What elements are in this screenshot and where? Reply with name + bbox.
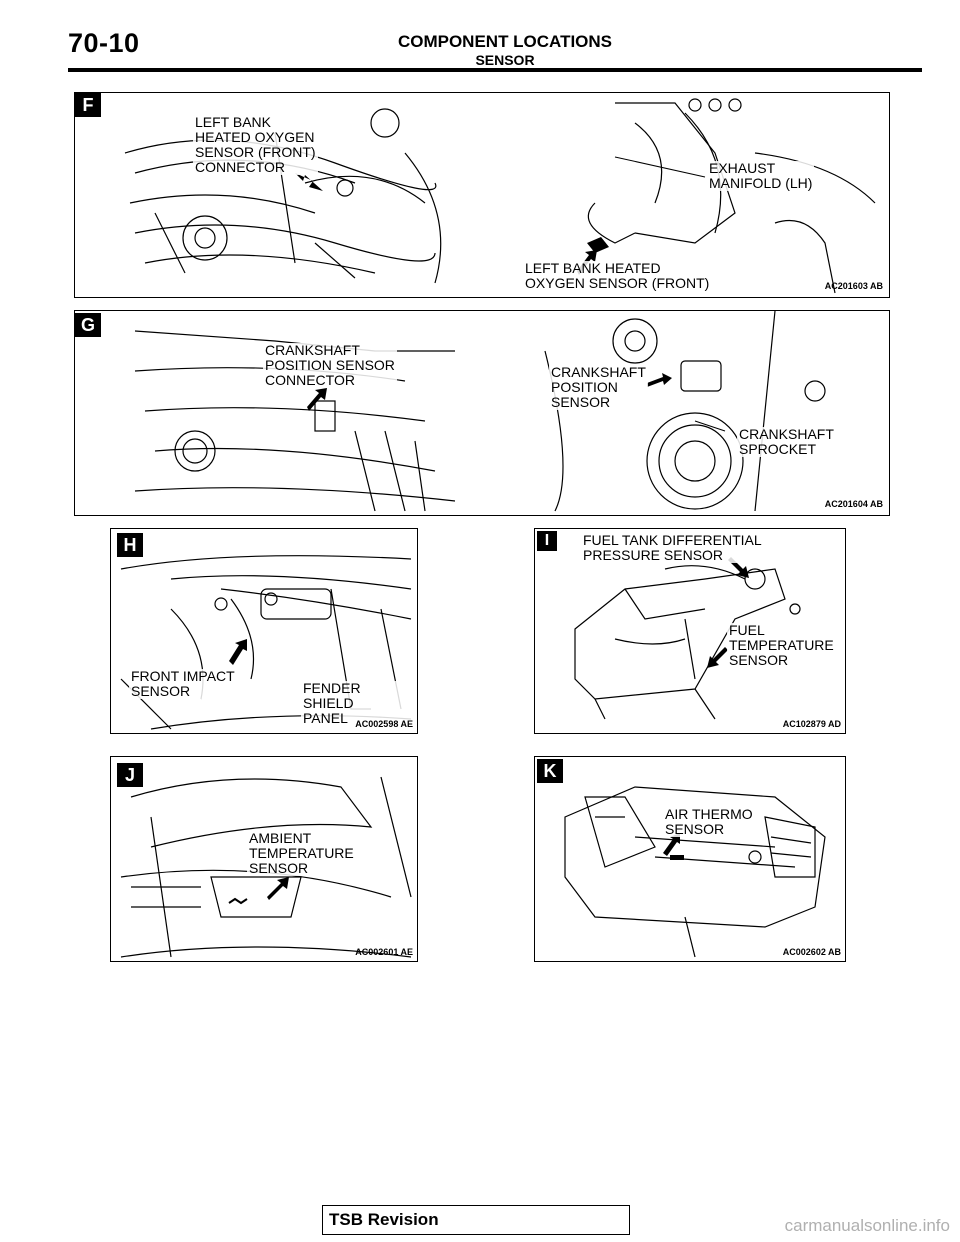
bumper-illustration xyxy=(120,776,412,958)
callout-label: LEFT BANK HEATED OXYGEN SENSOR (FRONT) C… xyxy=(193,114,318,175)
callout-label: LEFT BANK HEATED OXYGEN SENSOR (FRONT) xyxy=(523,260,712,291)
heater-unit-illustration xyxy=(564,786,826,958)
section-subtitle: SENSOR xyxy=(475,52,535,68)
panel-letter: K xyxy=(537,759,563,783)
callout-label: CRANKSHAFT SPROCKET xyxy=(737,426,836,457)
callout-label: CRANKSHAFT POSITION SENSOR xyxy=(549,364,648,410)
tsb-revision-label: TSB Revision xyxy=(329,1210,439,1229)
panel-letter: J xyxy=(117,763,143,787)
figure-panel-f: F LEFT BANK HEATED OXYGEN SENSOR (FRONT)… xyxy=(74,92,890,298)
watermark: carmanualsonline.info xyxy=(784,1216,950,1235)
callout-label: AIR THERMO SENSOR xyxy=(663,806,755,837)
panel-letter: G xyxy=(75,313,101,337)
figure-code: AC002598 AE xyxy=(355,719,413,729)
panel-letter: H xyxy=(117,533,143,557)
panel-letter: F xyxy=(75,93,101,117)
figure-code: AC201603 AB xyxy=(824,281,883,291)
figure-code: AC201604 AB xyxy=(824,499,883,509)
panel-letter: I xyxy=(537,531,557,551)
callout-label: FRONT IMPACT SENSOR xyxy=(129,668,237,699)
figure-panel-j: J AMBIENT TEMPERATURE SENSOR AC002601 AE xyxy=(110,756,418,962)
figure-panel-i: I FUEL TANK DIFFERENTIAL PRESSURE SENSOR… xyxy=(534,528,846,734)
figure-panel-g: G CRANKSHAFT POSITION SENSOR CONNECTOR C… xyxy=(74,310,890,516)
figure-panel-k: K AIR THERMO SENSOR AC002602 AB xyxy=(534,756,846,962)
section-title: COMPONENT LOCATIONS xyxy=(397,32,613,51)
callout-label: FENDER SHIELD PANEL xyxy=(301,681,417,726)
figure-code: AC002601 AE xyxy=(355,947,413,957)
callout-label: FUEL TANK DIFFERENTIAL PRESSURE SENSOR xyxy=(581,532,764,563)
figure-code: AC002602 AB xyxy=(782,947,841,957)
callout-label: AMBIENT TEMPERATURE SENSOR xyxy=(247,830,356,876)
callout-label: EXHAUST MANIFOLD (LH) xyxy=(707,160,815,191)
engine-illustration xyxy=(134,311,826,512)
tsb-revision-box: TSB Revision xyxy=(322,1205,630,1235)
callout-label: FUEL TEMPERATURE SENSOR xyxy=(727,622,836,668)
figure-panel-h: H FRONT IMPACT SENSOR FENDER SHIELD PANE… xyxy=(110,528,418,734)
page-number: 70-10 xyxy=(68,28,140,58)
callout-label: CRANKSHAFT POSITION SENSOR CONNECTOR xyxy=(263,342,397,388)
header-rule xyxy=(68,68,922,72)
figure-code: AC102879 AD xyxy=(782,719,841,729)
